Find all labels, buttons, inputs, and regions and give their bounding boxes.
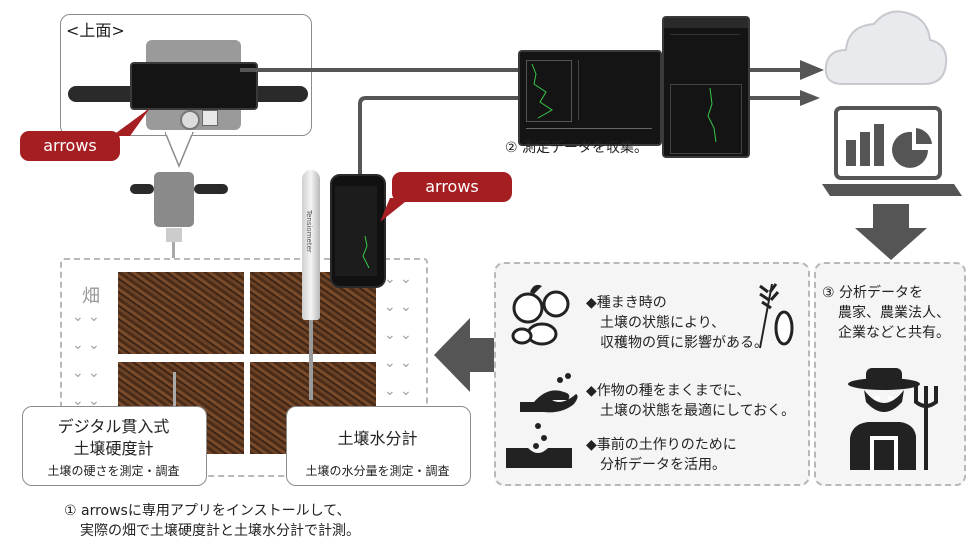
data-display-screen bbox=[662, 16, 750, 158]
soil-moisture-meter bbox=[300, 170, 324, 400]
device2-info-box bbox=[286, 406, 471, 486]
step3-line1: ③ 分析データを bbox=[822, 285, 924, 301]
arrows-smartphone bbox=[330, 174, 386, 288]
soil-plot-1 bbox=[118, 272, 244, 354]
cloud-icon bbox=[824, 10, 948, 85]
field-markings-left: ⌄ ⌄⌄ ⌄⌄ ⌄⌄ ⌄ bbox=[72, 309, 100, 409]
field-markings-right: ⌄ ⌄⌄ ⌄⌄ ⌄⌄ ⌄⌄ ⌄ bbox=[384, 271, 412, 399]
arrow-down-share bbox=[855, 204, 927, 260]
callout-right-tail bbox=[380, 198, 410, 222]
bullet2-line1: ◆作物の種をまくまでに、 bbox=[586, 383, 751, 399]
callout-arrows-left: arrows bbox=[20, 131, 120, 161]
measurement-screen bbox=[518, 50, 662, 146]
step1-line1: ① arrowsに専用アプリをインストールして、 bbox=[64, 503, 351, 519]
farmer-icon bbox=[848, 368, 938, 470]
grain-corn-icon bbox=[759, 283, 794, 349]
device1-title-line1: デジタル貫入式 bbox=[57, 417, 170, 436]
device1-info-box bbox=[22, 406, 207, 486]
callout-arrows-right: arrows bbox=[392, 172, 512, 202]
device1-desc: 土壌の硬さを測定・調査 bbox=[47, 464, 180, 478]
step1-line2: 実際の畑で土壌硬度計と土壌水分計で計測。 bbox=[80, 523, 360, 539]
bullet1-line3: 収穫物の質に影響がある。 bbox=[600, 335, 768, 351]
hardness-probe bbox=[173, 372, 176, 432]
top-view-pointer bbox=[165, 132, 194, 168]
soil-seed-icon bbox=[506, 423, 572, 468]
vegetables-icon bbox=[511, 284, 570, 346]
bullet1-line1: ◆種まき時の bbox=[586, 295, 667, 311]
arrow-phone-to-laptop bbox=[358, 90, 820, 178]
device2-title: 土壌水分計 bbox=[337, 429, 418, 448]
top-view-label: <上面> bbox=[66, 21, 125, 40]
bullet2-line2: 土壌の状態を最適にしておく。 bbox=[600, 403, 796, 419]
bullet1-line2: 土壌の状態により、 bbox=[600, 315, 726, 331]
arrow-left-apply bbox=[434, 318, 498, 392]
arrow-head-cloud bbox=[800, 60, 824, 80]
step2-text: ② 測定データを収集。 bbox=[505, 140, 649, 156]
tensiometer-label: Tensiometer bbox=[305, 210, 313, 253]
callout-left-tail bbox=[112, 108, 150, 136]
step3-line3: 企業などと共有。 bbox=[838, 325, 950, 341]
bullet3-line2: 分析データを活用。 bbox=[600, 457, 726, 473]
field-label: 畑 bbox=[82, 286, 100, 307]
hardness-meter-top-view bbox=[68, 40, 308, 130]
hand-seeds-icon bbox=[520, 373, 578, 413]
device1-title-line2: 土壌硬度計 bbox=[73, 439, 154, 458]
device2-desc: 土壌の水分量を測定・調査 bbox=[305, 464, 450, 478]
bullet3-line1: ◆事前の土作りのために bbox=[586, 437, 737, 453]
step3-line2: 農家、農業法人、 bbox=[838, 305, 950, 321]
laptop-icon bbox=[822, 106, 962, 196]
